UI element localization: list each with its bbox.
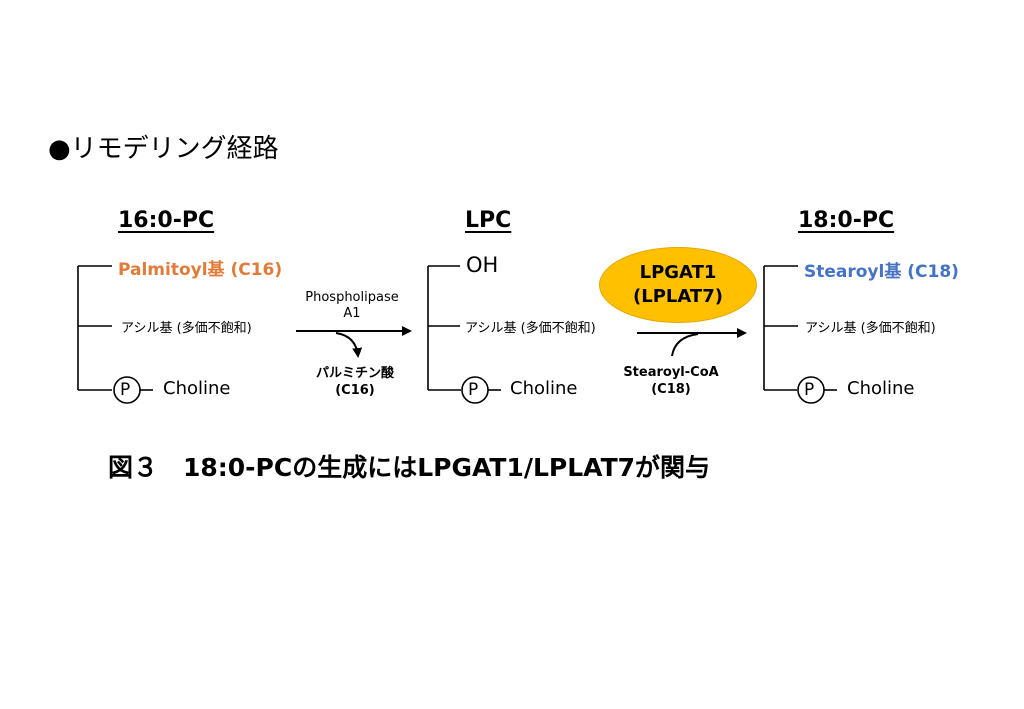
molecule-1-backbone	[77, 265, 153, 404]
choline-label-3: Choline	[847, 378, 915, 399]
reaction-2-arrow	[637, 328, 747, 357]
choline-label-2: Choline	[510, 378, 578, 399]
reaction-1-byproduct: パルミチン酸 (C16)	[300, 365, 410, 399]
molecule-3-backbone	[763, 265, 837, 404]
molecule-2-backbone	[427, 265, 501, 404]
molecule-3-acyl-top: Stearoyl基 (C18)	[804, 262, 959, 282]
reaction-1-enzyme-line1: Phospholipase	[305, 290, 399, 305]
choline-label-1: Choline	[163, 378, 231, 399]
molecule-3-acyl-mid: アシル基 (多価不飽和)	[805, 321, 936, 336]
molecule-1-acyl-top: Palmitoyl基 (C16)	[118, 260, 283, 280]
figure-caption: 図３ 18:0-PCの生成にはLPGAT1/LPLAT7が関与	[108, 453, 711, 482]
reaction-2-substrate-line1: Stearoyl-CoA	[623, 365, 719, 380]
reaction-2-substrate-line2: (C18)	[651, 382, 691, 397]
enzyme-badge-lpgat1: LPGAT1 (LPLAT7)	[599, 247, 757, 323]
reaction-1-byproduct-line1: パルミチン酸	[315, 366, 394, 381]
molecule-1-title: 16:0-PC	[118, 208, 215, 233]
reaction-2-substrate: Stearoyl-CoA (C18)	[606, 364, 736, 398]
molecule-2-title: LPC	[465, 208, 512, 233]
reaction-1-enzyme: Phospholipase A1	[292, 290, 412, 322]
reaction-1-byproduct-line2: (C16)	[335, 383, 375, 398]
phosphate-label-2: P	[468, 380, 479, 400]
phosphate-label-3: P	[804, 380, 815, 400]
molecule-3-title: 18:0-PC	[798, 208, 895, 233]
enzyme-badge-line2: (LPLAT7)	[633, 286, 723, 307]
molecule-2-acyl-mid: アシル基 (多価不飽和)	[465, 321, 596, 336]
section-heading: ●リモデリング経路	[48, 134, 279, 164]
molecule-1-acyl-mid: アシル基 (多価不飽和)	[121, 321, 252, 336]
molecule-2-hydroxyl: OH	[466, 253, 499, 277]
reaction-1-arrow	[296, 326, 412, 358]
enzyme-badge-line1: LPGAT1	[639, 262, 717, 283]
reaction-1-enzyme-line2: A1	[343, 306, 361, 321]
phosphate-label-1: P	[120, 380, 131, 400]
